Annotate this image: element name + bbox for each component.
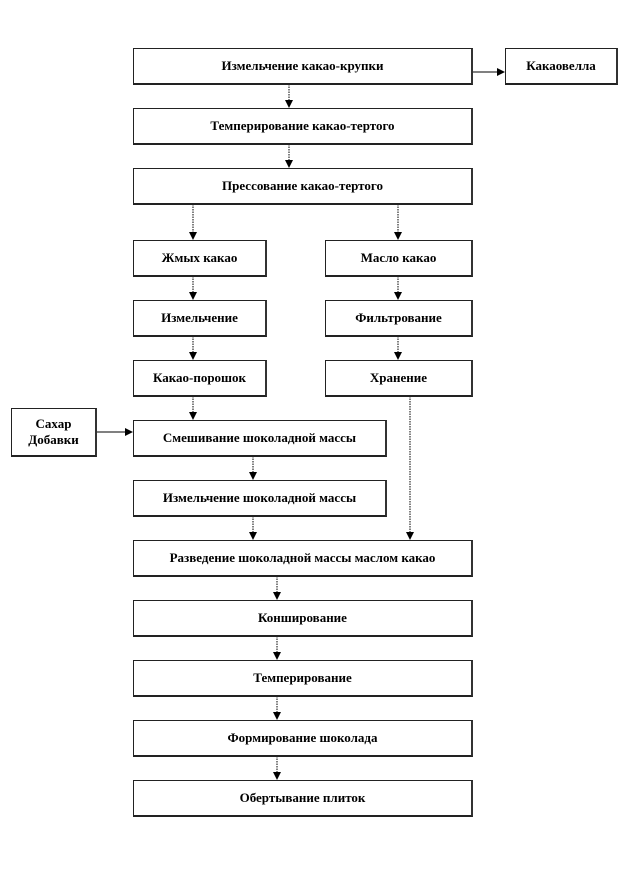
node-grind-mass: Измельчение шоколадной массы	[133, 480, 387, 517]
node-cocoa-butter: Масло какао	[325, 240, 473, 277]
node-label: Разведение шоколадной массы маслом какао	[169, 550, 436, 565]
node-label: Жмых какао	[161, 250, 238, 265]
node-cocoa-powder: Какао-порошок	[133, 360, 267, 397]
node-label: Темперирование	[253, 670, 352, 685]
node-cocoa-shell: Какаовелла	[505, 48, 618, 85]
node-label: Смешивание шоколадной массы	[162, 430, 357, 445]
node-label: Прессование какао-тертого	[222, 178, 383, 193]
node-label: Сахар	[35, 416, 72, 431]
node-label: Формирование шоколада	[227, 730, 378, 745]
node-label: Конширование	[258, 610, 347, 625]
node-cocoa-cake: Жмых какао	[133, 240, 267, 277]
node-label: Добавки	[28, 432, 79, 447]
node-label: Измельчение шоколадной массы	[162, 490, 357, 505]
node-storage: Хранение	[325, 360, 473, 397]
node-label: Измельчение какао-крупки	[221, 58, 384, 73]
node-label: Темперирование какао-тертого	[210, 118, 395, 133]
node-label: Масло какао	[360, 250, 437, 265]
node-sugar-additives: Сахар Добавки	[11, 408, 97, 457]
node-forming: Формирование шоколада	[133, 720, 473, 757]
node-label: Какаовелла	[526, 58, 596, 73]
node-conching: Конширование	[133, 600, 473, 637]
node-label: Измельчение	[161, 310, 238, 325]
node-wrapping: Обертывание плиток	[133, 780, 473, 817]
node-grinding: Измельчение	[133, 300, 267, 337]
node-label: Хранение	[369, 370, 428, 385]
node-grind-nibs: Измельчение какао-крупки	[133, 48, 473, 85]
node-tempering: Темперирование	[133, 660, 473, 697]
node-mixing: Смешивание шоколадной массы	[133, 420, 387, 457]
node-dilute: Разведение шоколадной массы маслом какао	[133, 540, 473, 577]
node-filtering: Фильтрование	[325, 300, 473, 337]
node-label: Какао-порошок	[152, 370, 247, 385]
node-label: Фильтрование	[355, 310, 442, 325]
node-temper-liquor: Темперирование какао-тертого	[133, 108, 473, 145]
node-label: Обертывание плиток	[239, 790, 366, 805]
node-press-liquor: Прессование какао-тертого	[133, 168, 473, 205]
